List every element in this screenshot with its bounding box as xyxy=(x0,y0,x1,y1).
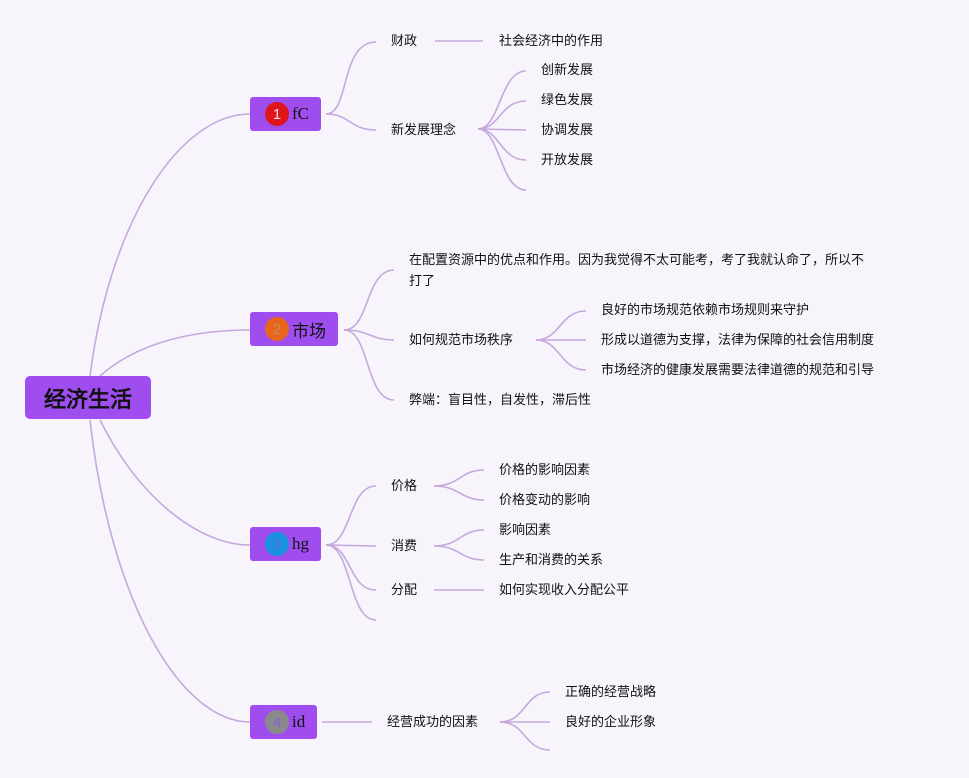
topic[interactable]: 消费 xyxy=(391,539,418,554)
topic[interactable]: 打了 xyxy=(409,274,436,289)
connector xyxy=(499,721,551,751)
connector xyxy=(325,485,377,546)
connector xyxy=(343,329,395,401)
branch-label: hg xyxy=(292,534,309,553)
topic[interactable]: 良好的企业形象 xyxy=(565,715,657,730)
connector xyxy=(433,485,485,501)
connector xyxy=(499,691,551,723)
connector xyxy=(433,529,485,547)
connector xyxy=(477,128,527,191)
connector xyxy=(89,419,251,723)
connector xyxy=(343,329,395,341)
connector xyxy=(325,41,377,115)
topic[interactable]: 形成以道德为支撑，法律为保障的社会信用制度 xyxy=(601,333,875,348)
topic[interactable]: 价格 xyxy=(391,479,418,494)
branch-node-market[interactable]: 2 市场 xyxy=(250,312,338,346)
priority-3-icon: 3 xyxy=(265,532,289,556)
topic[interactable]: 如何规范市场秩序 xyxy=(409,333,514,348)
connector xyxy=(325,113,377,131)
connector xyxy=(477,128,527,131)
connector xyxy=(99,419,251,546)
connector xyxy=(325,544,377,547)
topic[interactable]: 正确的经营战略 xyxy=(565,685,657,700)
topic[interactable]: 弊端：盲目性，自发性，滞后性 xyxy=(409,393,592,408)
connector xyxy=(535,310,587,341)
connector xyxy=(477,100,527,130)
branch-label: 市场 xyxy=(292,321,326,342)
connector xyxy=(89,113,251,377)
priority-2-icon: 2 xyxy=(265,317,289,341)
branch-node-id[interactable]: 4 id xyxy=(250,705,318,739)
topic[interactable]: 在配置资源中的优点和作用。因为我觉得不太可能考，考了我就认命了，所以不 xyxy=(409,253,865,268)
topic[interactable]: 价格变动的影响 xyxy=(499,493,591,508)
topic[interactable]: 影响因素 xyxy=(499,523,552,538)
branch-node-hg[interactable]: 3 hg xyxy=(250,527,321,561)
topic[interactable]: 分配 xyxy=(391,583,418,598)
connector xyxy=(433,469,485,487)
connector xyxy=(343,269,395,331)
topic[interactable]: 社会经济中的作用 xyxy=(499,34,604,49)
connector xyxy=(433,545,485,561)
topic[interactable]: 创新发展 xyxy=(541,63,594,78)
connector xyxy=(477,128,527,161)
priority-4-icon: 4 xyxy=(265,710,289,734)
topic[interactable]: 绿色发展 xyxy=(541,93,594,108)
topic[interactable]: 良好的市场规范依赖市场规则来守护 xyxy=(601,303,810,318)
root-node[interactable]: 经济生活 xyxy=(25,376,151,419)
connector xyxy=(99,329,251,377)
topic[interactable]: 开放发展 xyxy=(541,153,594,168)
branch-label: id xyxy=(292,712,306,731)
topic[interactable]: 生产和消费的关系 xyxy=(499,553,604,568)
topic[interactable]: 财政 xyxy=(391,34,418,49)
connector xyxy=(477,70,527,130)
topic[interactable]: 协调发展 xyxy=(541,123,594,138)
branch-label: fC xyxy=(292,104,309,123)
connector xyxy=(325,544,377,621)
topic[interactable]: 价格的影响因素 xyxy=(499,463,591,478)
branch-node-fc[interactable]: 1 fC xyxy=(250,97,321,131)
topic[interactable]: 新发展理念 xyxy=(391,123,457,138)
topic[interactable]: 市场经济的健康发展需要法律道德的规范和引导 xyxy=(601,363,875,378)
priority-1-icon: 1 xyxy=(265,102,289,126)
topic[interactable]: 如何实现收入分配公平 xyxy=(499,583,630,598)
topic[interactable]: 经营成功的因素 xyxy=(387,715,479,730)
connector xyxy=(535,339,587,371)
